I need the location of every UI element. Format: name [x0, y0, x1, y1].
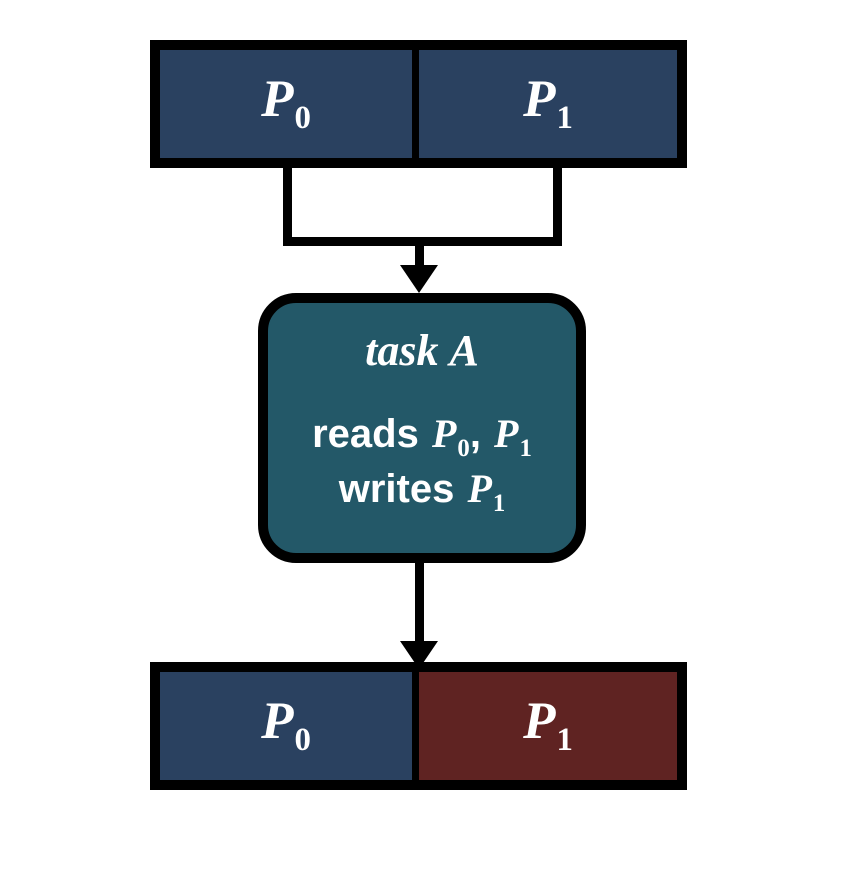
operand-separator: , — [469, 412, 493, 457]
task-operations: reads P0, P1 writes P1 — [312, 409, 532, 517]
variable-label-p0-after: P0 — [261, 692, 311, 758]
memory-cell-p0-after: P0 — [160, 672, 419, 780]
variable-subscript: 1 — [556, 721, 573, 758]
variable-base: P — [523, 692, 556, 751]
memory-row-after: P0 P1 — [150, 662, 687, 790]
inputs-to-task-arrow-head-icon — [400, 265, 438, 293]
task-identifier: A — [449, 326, 479, 375]
task-title-word: task — [365, 326, 439, 375]
variable-base: P — [431, 411, 457, 457]
variable-label-p0-before: P0 — [261, 70, 311, 136]
variable-label-p1-after: P1 — [523, 692, 573, 758]
memory-cell-p1-before: P1 — [419, 50, 677, 158]
operation-verb-writes: writes — [338, 467, 466, 512]
operand-p1-write: P1 — [467, 466, 505, 516]
bracket-stem-left — [283, 168, 292, 246]
variable-base: P — [261, 692, 294, 751]
variable-subscript: 0 — [294, 99, 311, 136]
variable-base: P — [523, 70, 556, 129]
variable-base: P — [467, 466, 492, 512]
operation-verb-reads: reads — [312, 412, 430, 457]
operand-p0: P0 — [431, 411, 470, 461]
memory-cell-p0-before: P0 — [160, 50, 419, 158]
task-operation-writes: writes P1 — [339, 464, 506, 517]
task-node[interactable]: task A reads P0, P1 writes P1 — [258, 293, 586, 563]
operand-p1: P1 — [494, 411, 532, 461]
variable-subscript: 1 — [556, 99, 573, 136]
memory-row-before: P0 P1 — [150, 40, 687, 168]
task-operation-reads: reads P0, P1 — [312, 409, 532, 462]
variable-base: P — [494, 411, 519, 457]
variable-subscript: 0 — [294, 721, 311, 758]
task-to-outputs-arrow-shaft — [415, 563, 424, 649]
variable-subscript: 1 — [492, 490, 506, 518]
variable-base: P — [261, 70, 294, 129]
variable-subscript: 0 — [457, 435, 470, 463]
task-title: task A — [365, 326, 479, 375]
variable-label-p1-before: P1 — [523, 70, 573, 136]
bracket-stem-right — [553, 168, 562, 246]
memory-cell-p1-after: P1 — [419, 672, 677, 780]
variable-subscript: 1 — [519, 435, 532, 463]
inputs-to-task-arrow-shaft — [415, 237, 424, 273]
